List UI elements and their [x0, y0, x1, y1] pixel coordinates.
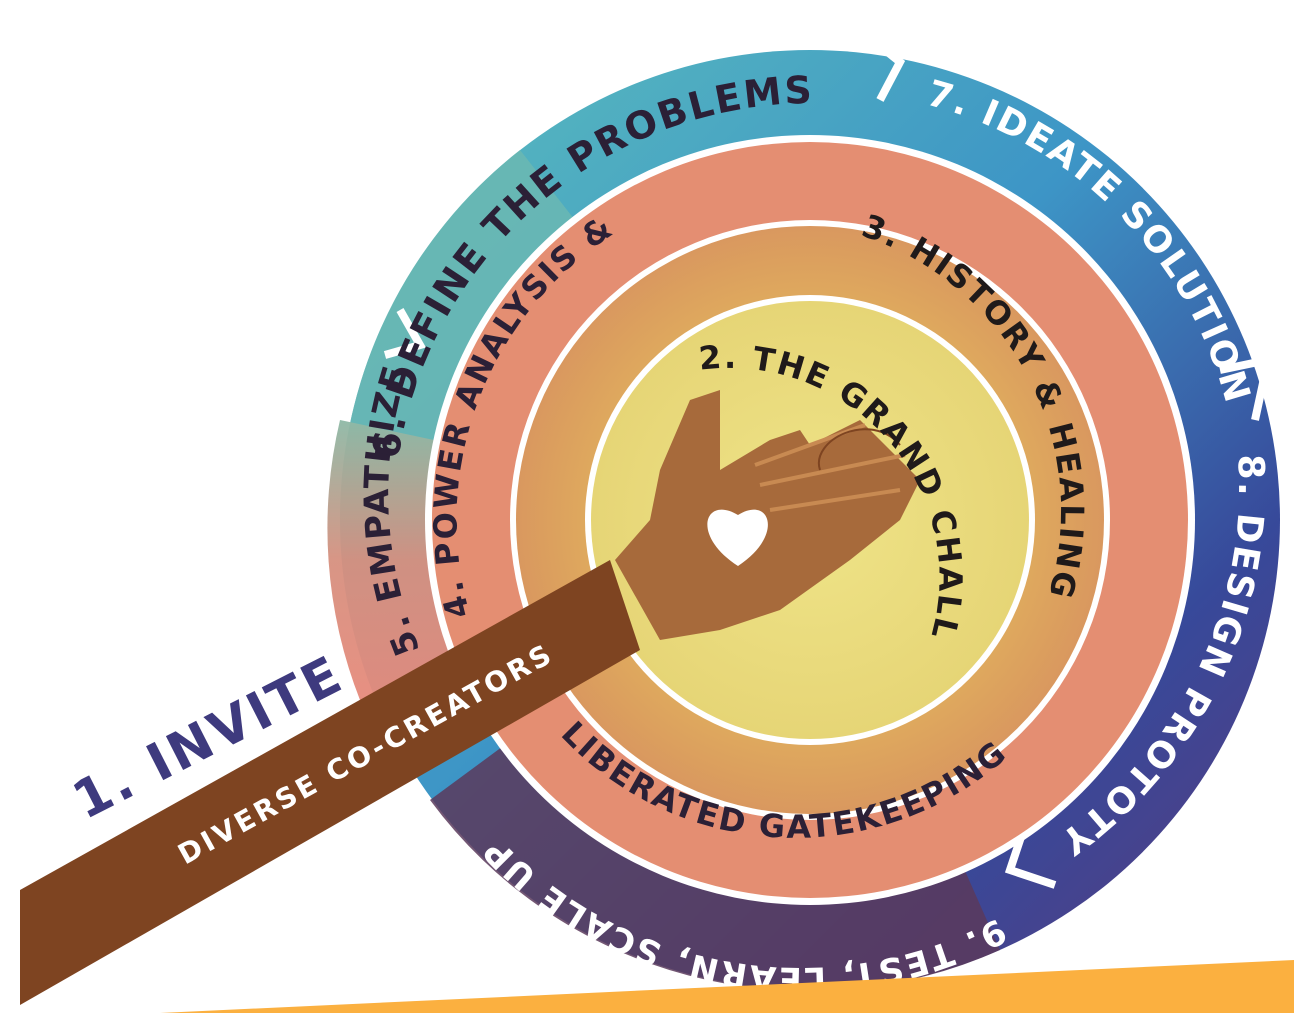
accent-bar [160, 960, 1294, 1013]
arrow-5-6 [383, 308, 427, 359]
hand-icon [615, 390, 920, 640]
arm [20, 560, 640, 1005]
arrow-6-7 [857, 26, 906, 102]
arrow-7-8 [1219, 354, 1274, 421]
heart-icon [707, 509, 768, 566]
